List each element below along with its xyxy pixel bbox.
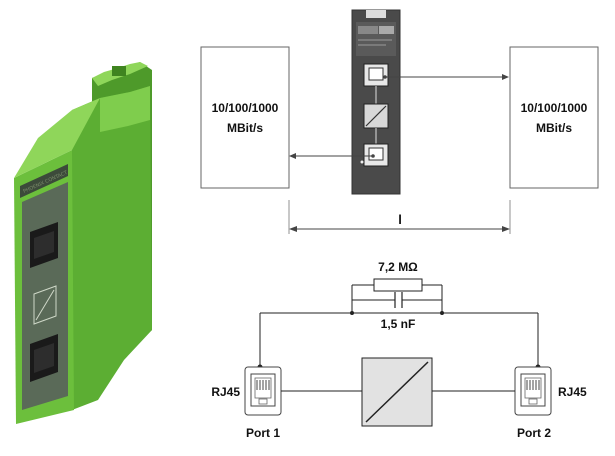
- left-rj45-connector: [244, 366, 282, 416]
- logo-plate: [20, 164, 68, 198]
- arrow-left-head: [289, 153, 296, 159]
- distance-label: l: [398, 212, 402, 227]
- left-box-unit: MBit/s: [227, 121, 263, 135]
- product-photo: PHOENIX CONTACT: [14, 62, 152, 424]
- left-connector-label: RJ45: [211, 385, 240, 399]
- capacitor-value: 1,5 nF: [381, 317, 416, 331]
- isolator-diagonal: [365, 361, 429, 423]
- device-logo-mark: [358, 26, 378, 34]
- photo-isolator-symbol: [33, 285, 57, 325]
- housing-side-ridge: [100, 86, 150, 132]
- right-connector-label: RJ45: [558, 385, 587, 399]
- left-box-speed: 10/100/1000: [212, 101, 279, 115]
- photo-rj45-jack-2-inner: [34, 343, 54, 373]
- din-clip-notch: [112, 66, 126, 76]
- photo-rj45-jack-1-inner: [34, 231, 54, 259]
- arrow-right-head: [502, 74, 509, 80]
- photo-isolator-slash: [35, 289, 55, 321]
- resistor-value: 7,2 MΩ: [378, 260, 418, 274]
- block-diagram: 10/100/1000 MBit/s 10/100/1000 MBit/s: [200, 9, 599, 234]
- housing-top-face: [14, 98, 100, 178]
- right-device-box: [509, 46, 599, 189]
- resistor-symbol: [373, 278, 423, 292]
- isolation-schematic: 7,2 MΩ 1,5 nF RJ45 Port 1: [211, 260, 587, 440]
- left-device-box: [200, 46, 290, 189]
- right-box-speed: 10/100/1000: [521, 101, 588, 115]
- port-2-label: Port 2: [517, 426, 551, 440]
- isolator-device-front-view: [351, 9, 401, 195]
- right-rj45-connector: [514, 366, 552, 416]
- housing-side: [72, 86, 152, 410]
- port-1-label: Port 1: [246, 426, 280, 440]
- right-box-unit: MBit/s: [536, 121, 572, 135]
